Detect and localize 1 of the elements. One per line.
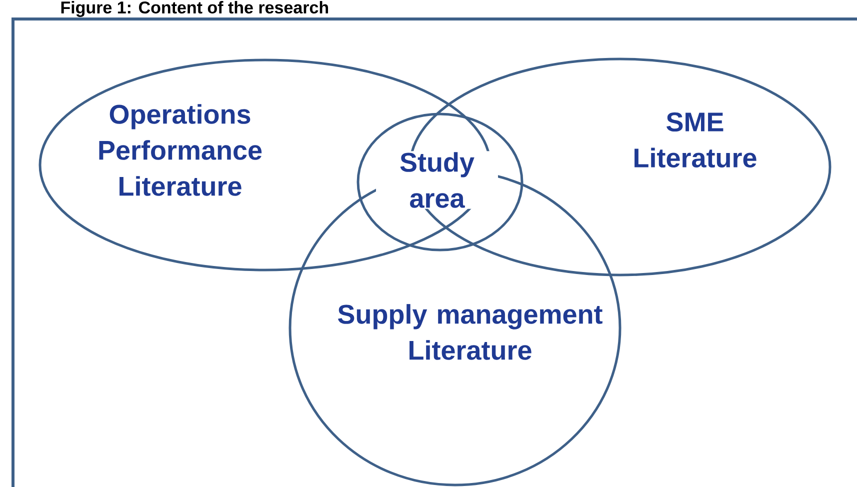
title: Figure 1: Content of the research bbox=[61, 1, 328, 17]
